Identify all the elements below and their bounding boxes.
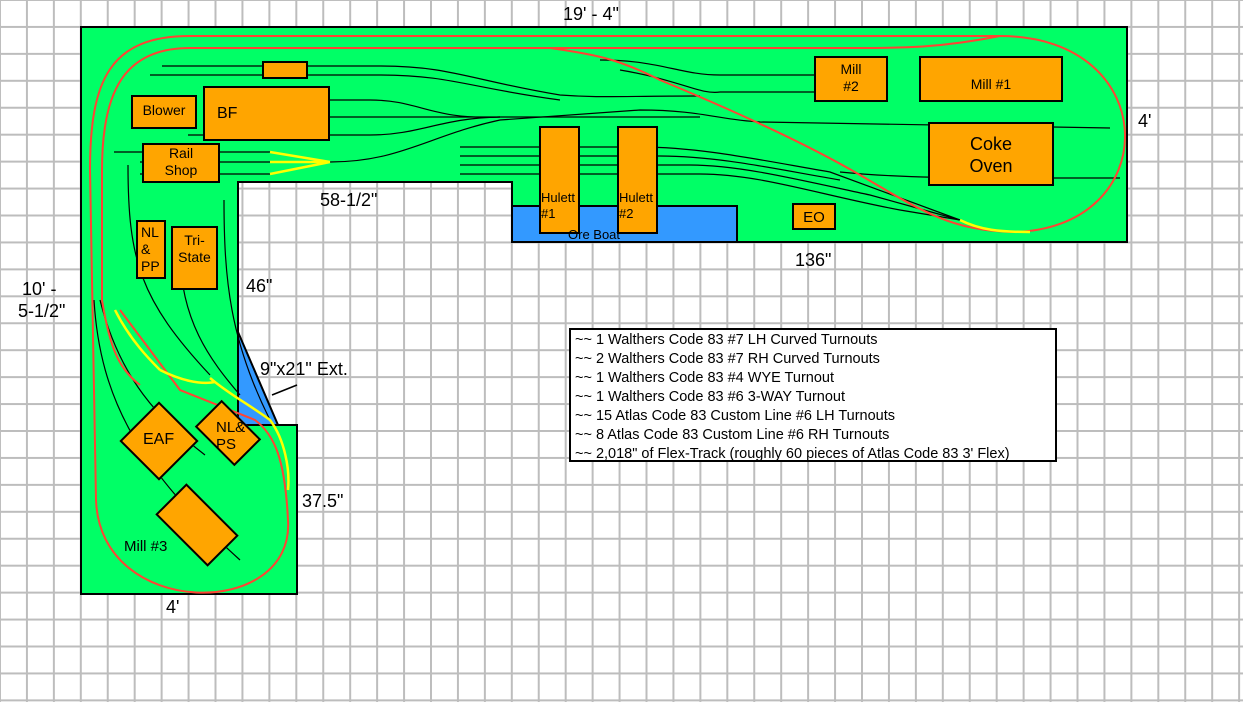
dimension-notch-depth: 46" xyxy=(246,276,273,296)
dimension-left-length-2: 5-1/2" xyxy=(18,301,66,321)
dimension-overall-length: 19' - 4" xyxy=(563,4,619,24)
dimension-lobe-width: 4' xyxy=(166,597,180,617)
legend-item: ~~ 2 Walthers Code 83 #7 RH Curved Turno… xyxy=(575,351,880,367)
building-tri-state: Tri- State xyxy=(171,226,218,290)
turnouts xyxy=(113,150,1031,491)
building-blower: Blower xyxy=(131,95,197,129)
dimension-bottom-run: 136" xyxy=(795,250,832,270)
dimension-right-depth: 4' xyxy=(1138,111,1152,131)
mill-3-label: Mill #3 xyxy=(124,538,168,555)
dimension-extension: 9"x21" Ext. xyxy=(260,359,348,379)
rail-shop-line2: Shop xyxy=(164,161,198,178)
building-mill-1: Mill #1 xyxy=(919,56,1063,102)
building-small xyxy=(262,61,308,79)
building-hulett-2: Hulett #2 xyxy=(617,126,658,234)
legend-item: ~~ 1 Walthers Code 83 #4 WYE Turnout xyxy=(575,370,834,386)
nl-ps-label: NL& PS xyxy=(216,419,246,454)
extension-leader xyxy=(271,384,298,396)
benchwork xyxy=(80,26,1128,595)
building-nl-pp: NL & PP xyxy=(136,220,166,279)
eaf-label: EAF xyxy=(143,431,175,448)
legend-item: ~~ 8 Atlas Code 83 Custom Line #6 RH Tur… xyxy=(575,427,890,443)
building-hulett-1: Hulett #1 xyxy=(539,126,580,234)
building-coke-oven: Coke Oven xyxy=(928,122,1054,186)
parts-legend: ~~ 1 Walthers Code 83 #7 LH Curved Turno… xyxy=(569,328,1057,462)
legend-item: ~~ 2,018" of Flex-Track (roughly 60 piec… xyxy=(575,446,1010,462)
rail-shop-line1: Rail xyxy=(168,145,194,161)
mainline-tracks xyxy=(88,35,1126,594)
extension-triangle xyxy=(237,331,280,426)
ore-boat-label: Ore Boat xyxy=(568,227,621,242)
legend-item: ~~ 15 Atlas Code 83 Custom Line #6 LH Tu… xyxy=(575,408,896,424)
dimension-notch-width: 58-1/2" xyxy=(320,190,378,210)
building-mill-2: Mill #2 xyxy=(814,56,888,102)
dimension-left-length-1: 10' - xyxy=(22,279,57,299)
building-eo: EO xyxy=(792,203,836,230)
legend-item: ~~ 1 Walthers Code 83 #7 LH Curved Turno… xyxy=(575,332,878,348)
dimension-lobe-height: 37.5" xyxy=(302,491,344,511)
building-bf: BF xyxy=(203,86,330,141)
legend-item: ~~ 1 Walthers Code 83 #6 3-WAY Turnout xyxy=(575,389,846,405)
